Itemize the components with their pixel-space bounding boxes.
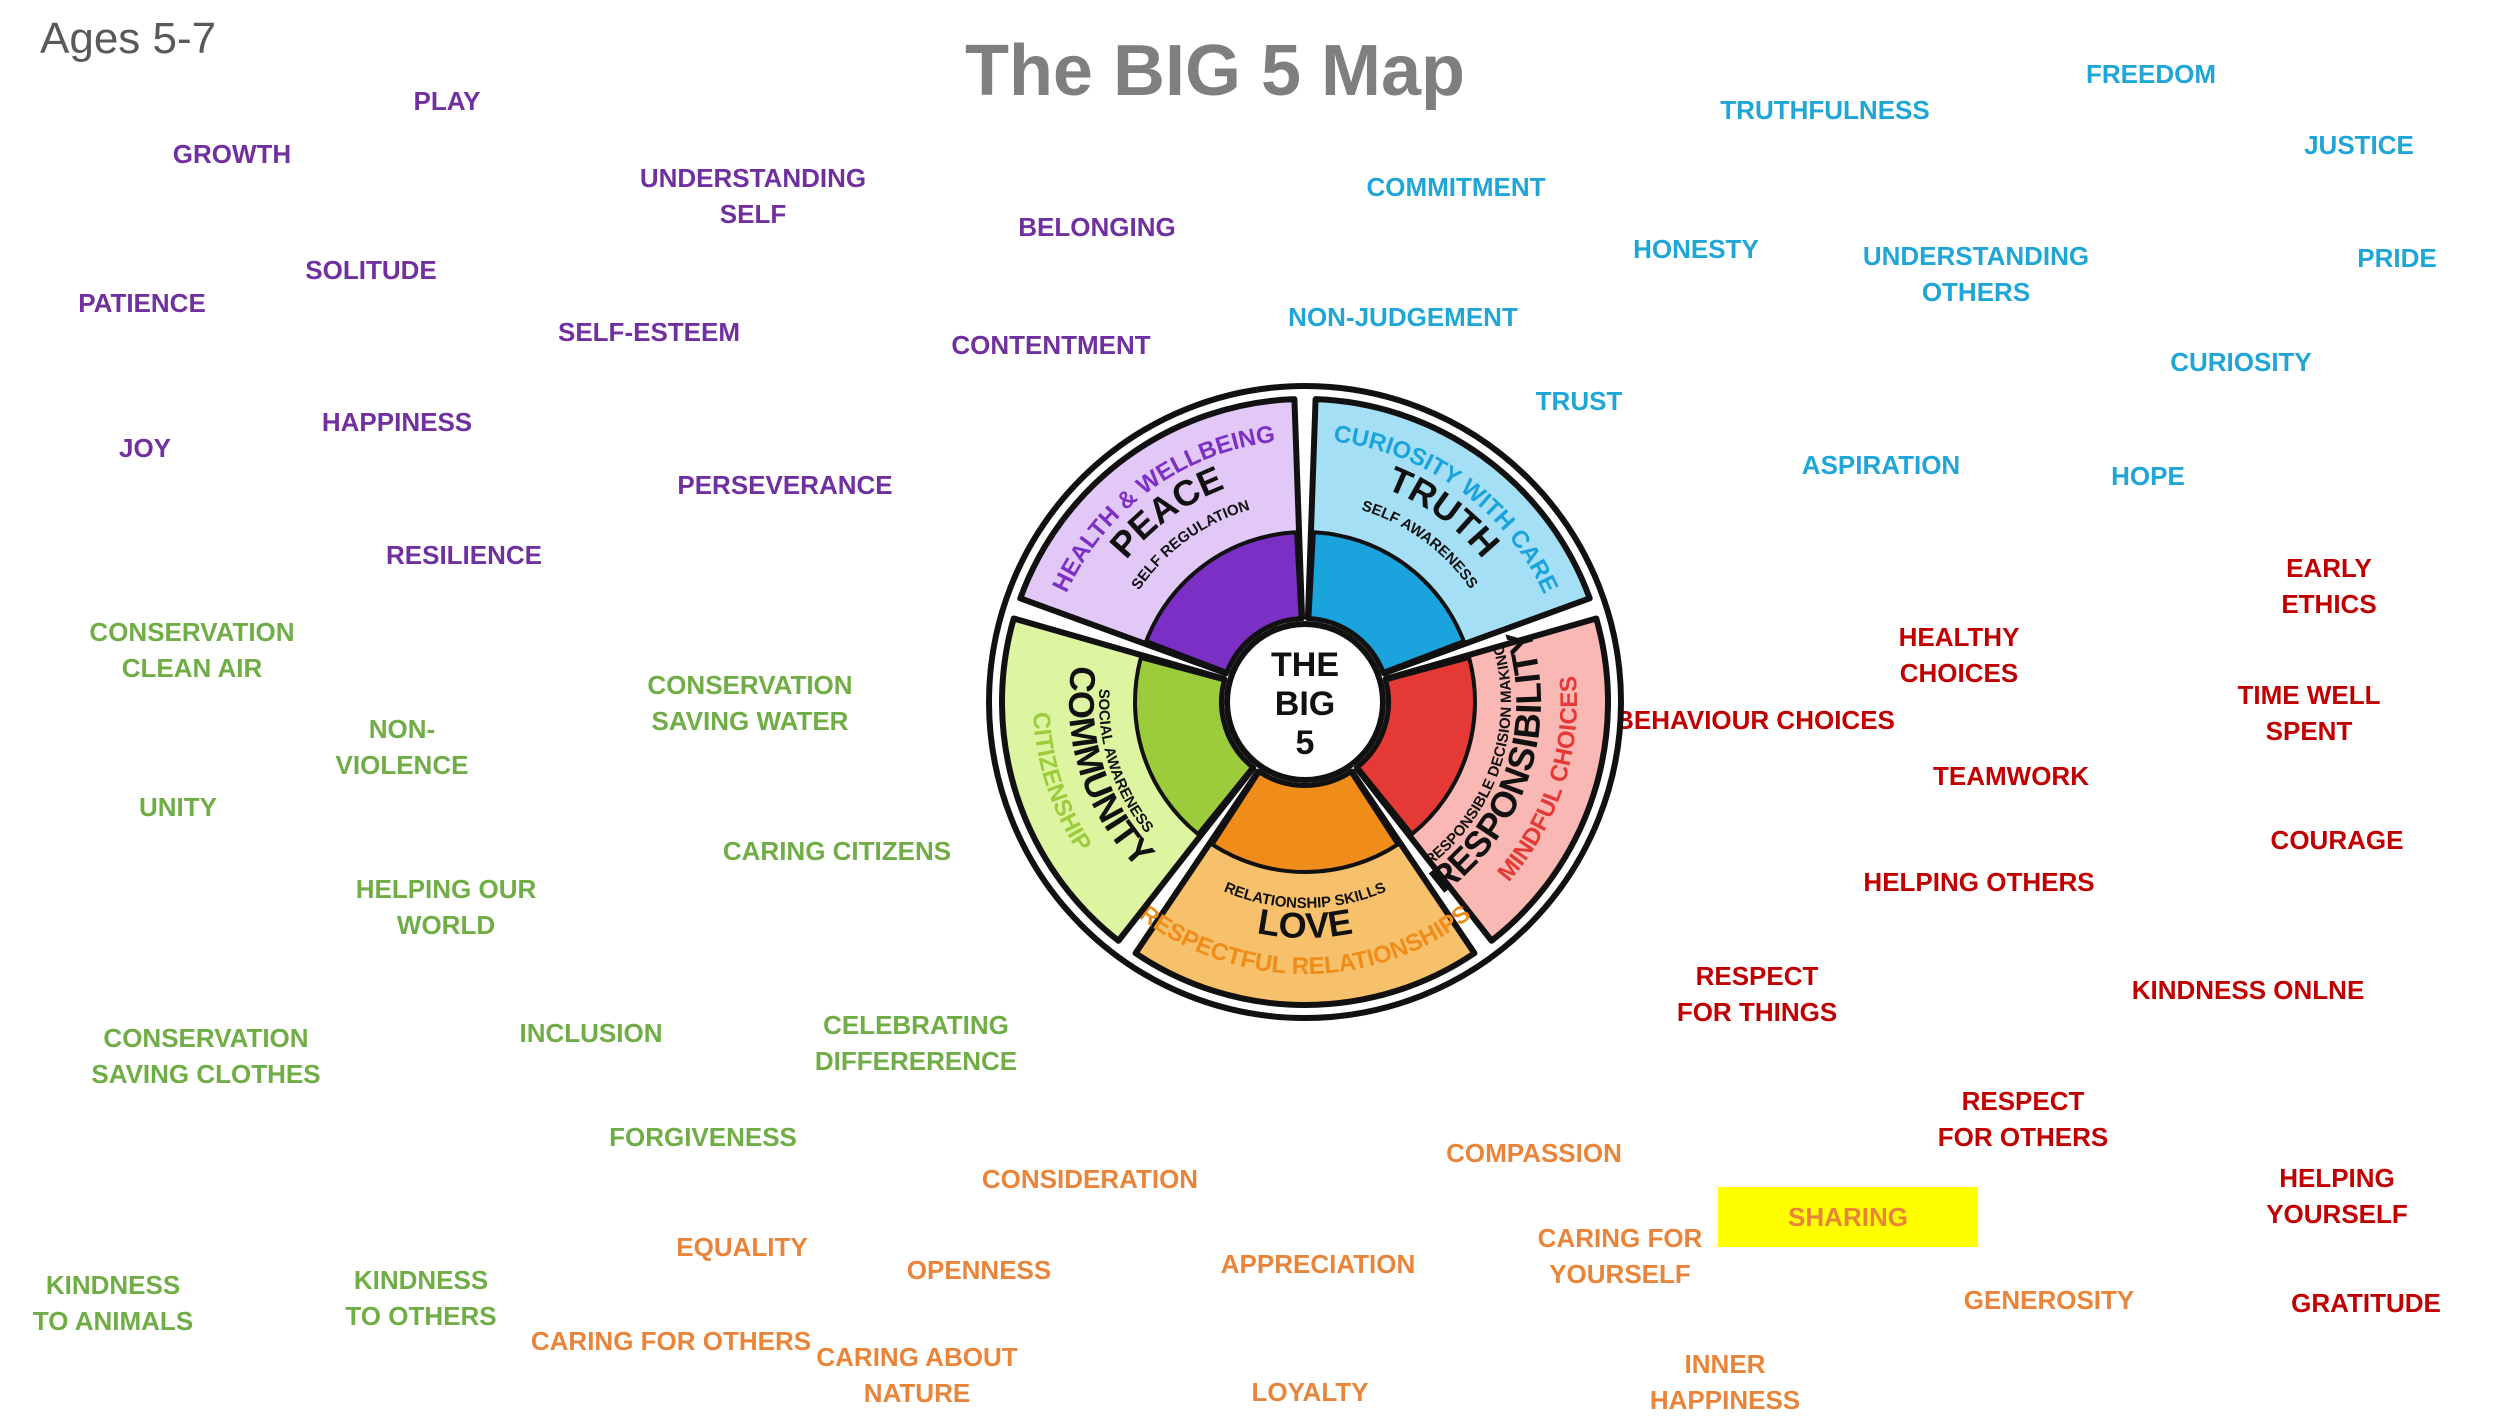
value-word-happiness: HAPPINESS	[321, 407, 473, 437]
value-word-caring-about-nature: CARING ABOUT NATURE	[816, 1342, 1018, 1408]
value-word-behaviour-choices: BEHAVIOUR CHOICES	[1615, 705, 1895, 735]
value-word-early-ethics: EARLY ETHICS	[2281, 553, 2377, 619]
segment-love-title: LOVE	[1255, 901, 1355, 947]
value-word-conservation-saving-water: CONSERVATION SAVING WATER	[647, 670, 853, 736]
value-word-curiosity: CURIOSITY	[2170, 347, 2312, 377]
value-word-helping-our-world: HELPING OUR WORLD	[355, 874, 537, 940]
page-title: The BIG 5 Map	[964, 31, 1466, 111]
value-word-teamwork: TEAMWORK	[1933, 761, 2089, 791]
value-word-courage: COURAGE	[2270, 825, 2404, 855]
value-word-kindness-to-animals: KINDNESS TO ANIMALS	[32, 1270, 194, 1336]
value-word-inner-happiness: INNER HAPPINESS	[1649, 1349, 1801, 1415]
value-word-contentment: CONTENTMENT	[951, 330, 1151, 360]
segment-peace-picture	[1143, 530, 1303, 675]
value-word-celebrating-difference: CELEBRATING DIFFERERENCE	[814, 1010, 1018, 1076]
value-word-caring-for-others: CARING FOR OTHERS	[530, 1326, 812, 1356]
value-word-understanding-others: UNDERSTANDING OTHERS	[1862, 241, 2090, 307]
center-text-line1: THE	[1271, 646, 1339, 684]
value-word-helping-others: HELPING OTHERS	[1863, 867, 2095, 897]
center-text-line3: 5	[1296, 724, 1315, 762]
value-word-openness: OPENNESS	[906, 1255, 1052, 1285]
value-word-resilience: RESILIENCE	[385, 540, 543, 570]
value-word-respect-for-things: RESPECT FOR THINGS	[1676, 961, 1838, 1027]
value-word-perseverance: PERSEVERANCE	[677, 470, 893, 500]
value-word-aspiration: ASPIRATION	[1801, 450, 1961, 480]
value-word-gratitude: GRATITUDE	[2291, 1288, 2441, 1318]
value-word-appreciation: APPRECIATION	[1220, 1249, 1416, 1279]
value-word-consideration: CONSIDERATION	[981, 1164, 1199, 1194]
value-word-compassion: COMPASSION	[1446, 1138, 1622, 1168]
value-word-kindness-to-others: KINDNESS TO OTHERS	[345, 1265, 497, 1331]
value-word-conservation-saving-clothes: CONSERVATION SAVING CLOTHES	[91, 1023, 321, 1089]
age-label: Ages 5-7	[40, 14, 217, 63]
value-word-truthfulness: TRUTHFULNESS	[1720, 95, 1930, 125]
segment-love-picture	[1209, 769, 1401, 874]
value-word-non-violence: NON- VIOLENCE	[335, 714, 469, 780]
segment-community-picture	[1133, 655, 1255, 837]
value-word-conservation-clean-air: CONSERVATION CLEAN AIR	[89, 617, 295, 683]
value-word-time-well-spent: TIME WELL SPENT	[2237, 680, 2381, 746]
value-word-healthy-choices: HEALTHY CHOICES	[1898, 622, 2020, 688]
wheel-center	[1224, 621, 1386, 783]
value-word-loyalty: LOYALTY	[1251, 1377, 1369, 1407]
value-word-freedom: FREEDOM	[2086, 59, 2216, 89]
value-word-joy: JOY	[118, 433, 172, 463]
value-word-generosity: GENEROSITY	[1963, 1285, 2135, 1315]
value-word-kindness-online: KINDNESS ONLNE	[2131, 975, 2365, 1005]
segment-responsibility-picture	[1355, 655, 1477, 837]
value-word-play: PLAY	[413, 86, 481, 116]
value-word-respect-for-others: RESPECT FOR OTHERS	[1937, 1086, 2109, 1152]
value-word-caring-citizens: CARING CITIZENS	[722, 836, 952, 866]
value-word-pride: PRIDE	[2357, 243, 2437, 273]
value-word-commitment: COMMITMENT	[1366, 172, 1546, 202]
value-word-equality: EQUALITY	[676, 1232, 808, 1262]
value-word-unity: UNITY	[139, 792, 217, 822]
value-word-patience: PATIENCE	[78, 288, 206, 318]
segment-truth-picture	[1307, 530, 1467, 675]
value-word-non-judgement: NON-JUDGEMENT	[1288, 302, 1518, 332]
center-text-line2: BIG	[1275, 685, 1335, 723]
value-word-trust: TRUST	[1535, 386, 1623, 416]
value-word-forgiveness: FORGIVENESS	[609, 1122, 797, 1152]
value-word-solitude: SOLITUDE	[305, 255, 437, 285]
value-word-helping-yourself: HELPING YOURSELF	[2266, 1163, 2408, 1229]
value-word-caring-for-yourself: CARING FOR YOURSELF	[1537, 1223, 1703, 1289]
value-word-belonging: BELONGING	[1018, 212, 1176, 242]
value-word-hope: HOPE	[2111, 461, 2185, 491]
value-word-inclusion: INCLUSION	[519, 1018, 663, 1048]
value-word-honesty: HONESTY	[1633, 234, 1759, 264]
value-word-growth: GROWTH	[172, 139, 292, 169]
value-word-justice: JUSTICE	[2304, 130, 2414, 160]
value-word-understanding-self: UNDERSTANDING SELF	[639, 163, 867, 229]
value-word-self-esteem: SELF-ESTEEM	[557, 317, 741, 347]
value-word-sharing-highlighted: SHARING	[1718, 1187, 1978, 1247]
